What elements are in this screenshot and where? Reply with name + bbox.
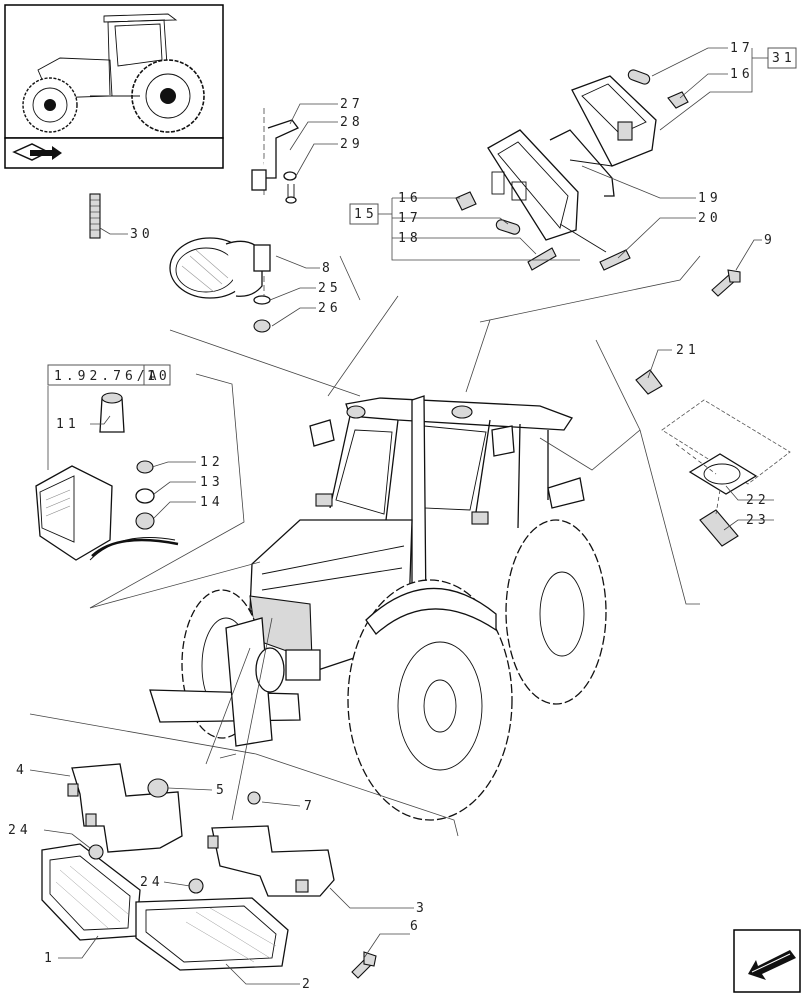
front-lamp-left [41, 843, 141, 941]
callout-20: 20 [698, 211, 722, 226]
callout-22: 22 [746, 493, 770, 508]
front-lamp-right [135, 878, 289, 971]
callout-26: 26 [318, 301, 342, 316]
callout-17-top: 17 [730, 41, 754, 56]
callout-28: 28 [340, 115, 364, 130]
callout-7: 7 [304, 799, 316, 814]
callout-30: 30 [130, 227, 154, 242]
callout-1: 1 [44, 951, 56, 966]
callout-29: 29 [340, 137, 364, 152]
back-arrow-icon[interactable] [733, 929, 801, 993]
callout-24-mid: 24 [140, 875, 164, 890]
front-bracket-left [67, 763, 261, 853]
callout-5: 5 [216, 783, 228, 798]
front-bracket-right [207, 825, 335, 897]
callout-11: 11 [56, 417, 80, 432]
callout-25: 25 [318, 281, 342, 296]
book-arrow-icon[interactable] [12, 143, 62, 161]
tractor-body [149, 395, 607, 821]
callout-24-left: 24 [8, 823, 32, 838]
reference-box[interactable] [47, 364, 171, 386]
reference-box-text: 1.92.76/A [54, 369, 160, 384]
callout-19: 19 [698, 191, 722, 206]
right-mount-plate [635, 369, 791, 547]
part-9-bolt [711, 269, 741, 297]
callout-8: 8 [322, 261, 334, 276]
group-box-15 [349, 203, 392, 225]
callout-18: 18 [398, 231, 422, 246]
callout-16-top: 16 [730, 67, 754, 82]
work-lamp-left [169, 108, 300, 333]
callout-6: 6 [410, 919, 422, 934]
thumbnail-tractor-icon [22, 13, 205, 133]
callout-23: 23 [746, 513, 770, 528]
callout-4: 4 [16, 763, 28, 778]
callout-3: 3 [416, 901, 428, 916]
leader-lines [29, 255, 721, 837]
callout-14: 14 [200, 495, 224, 510]
callout-31: 31 [772, 51, 796, 66]
callout-labels: 27 28 29 30 8 25 26 17 16 31 15 16 17 18… [8, 41, 796, 992]
callout-21: 21 [676, 343, 700, 358]
callout-17-mid: 17 [398, 211, 422, 226]
callout-10: 10 [147, 369, 171, 384]
callout-15: 15 [354, 207, 378, 222]
callout-9: 9 [764, 233, 776, 248]
callout-16-mid: 16 [398, 191, 422, 206]
callout-2: 2 [302, 977, 314, 992]
rear-lamp-left [35, 392, 179, 561]
group-box-31 [752, 47, 797, 69]
callout-13: 13 [200, 475, 224, 490]
side-lamp-right [455, 69, 689, 271]
part-30-stud [89, 193, 101, 239]
callout-12: 12 [200, 455, 224, 470]
callout-leaders [29, 47, 774, 985]
part-6-bolt [351, 951, 377, 979]
callout-27: 27 [340, 97, 364, 112]
